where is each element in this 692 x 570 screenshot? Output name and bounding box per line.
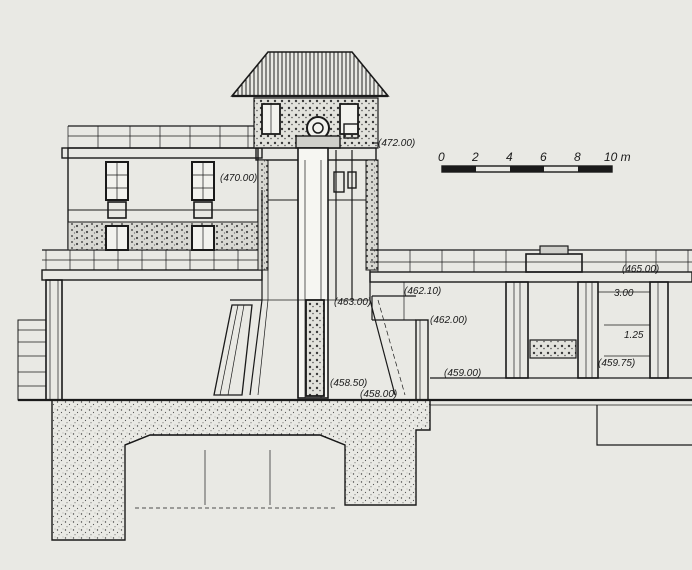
hoist-machine [295, 116, 359, 149]
window-right-upper [191, 161, 215, 201]
level-apron: (459.00) [444, 368, 481, 379]
sloped-pier [213, 299, 262, 396]
left-building [61, 125, 263, 251]
left-embankment [17, 279, 63, 401]
level-gate-sill: (459.75) [598, 358, 635, 369]
level-channel-top: (462.10) [404, 286, 441, 297]
scale-tick-6: 6 [540, 150, 547, 164]
window-left-upper [105, 161, 129, 201]
dimension-gate-width: 3.00 [614, 288, 634, 299]
level-pit-bottom: (458.00) [360, 389, 397, 400]
dimension-labels: 3.00 1.25 [614, 288, 644, 341]
level-outer-wall: (463.00) [334, 297, 371, 308]
foundation [18, 398, 692, 541]
scale-tick-8: 8 [574, 150, 581, 164]
level-roof-machine: (472.00) [378, 138, 415, 149]
scale-tick-0: 0 [438, 150, 445, 164]
central-tower [230, 51, 406, 399]
scale-bar: 0 2 4 6 8 10 m [438, 150, 631, 173]
level-upper-floor: (470.00) [220, 173, 257, 184]
bridge-and-gate [369, 245, 692, 401]
level-channel-water: (462.00) [430, 315, 467, 326]
scale-tick-2: 2 [471, 150, 479, 164]
level-labels: (472.00) (470.00) (465.00) (463.00) (462… [220, 138, 659, 400]
scale-tick-4: 4 [506, 150, 513, 164]
lower-deck [41, 249, 263, 281]
level-bridge-deck: (465.00) [622, 264, 659, 275]
level-pit-water: (458.50) [330, 378, 367, 389]
scale-end-label: 10 m [604, 150, 631, 164]
dimension-gate-offset: 1.25 [624, 330, 644, 341]
